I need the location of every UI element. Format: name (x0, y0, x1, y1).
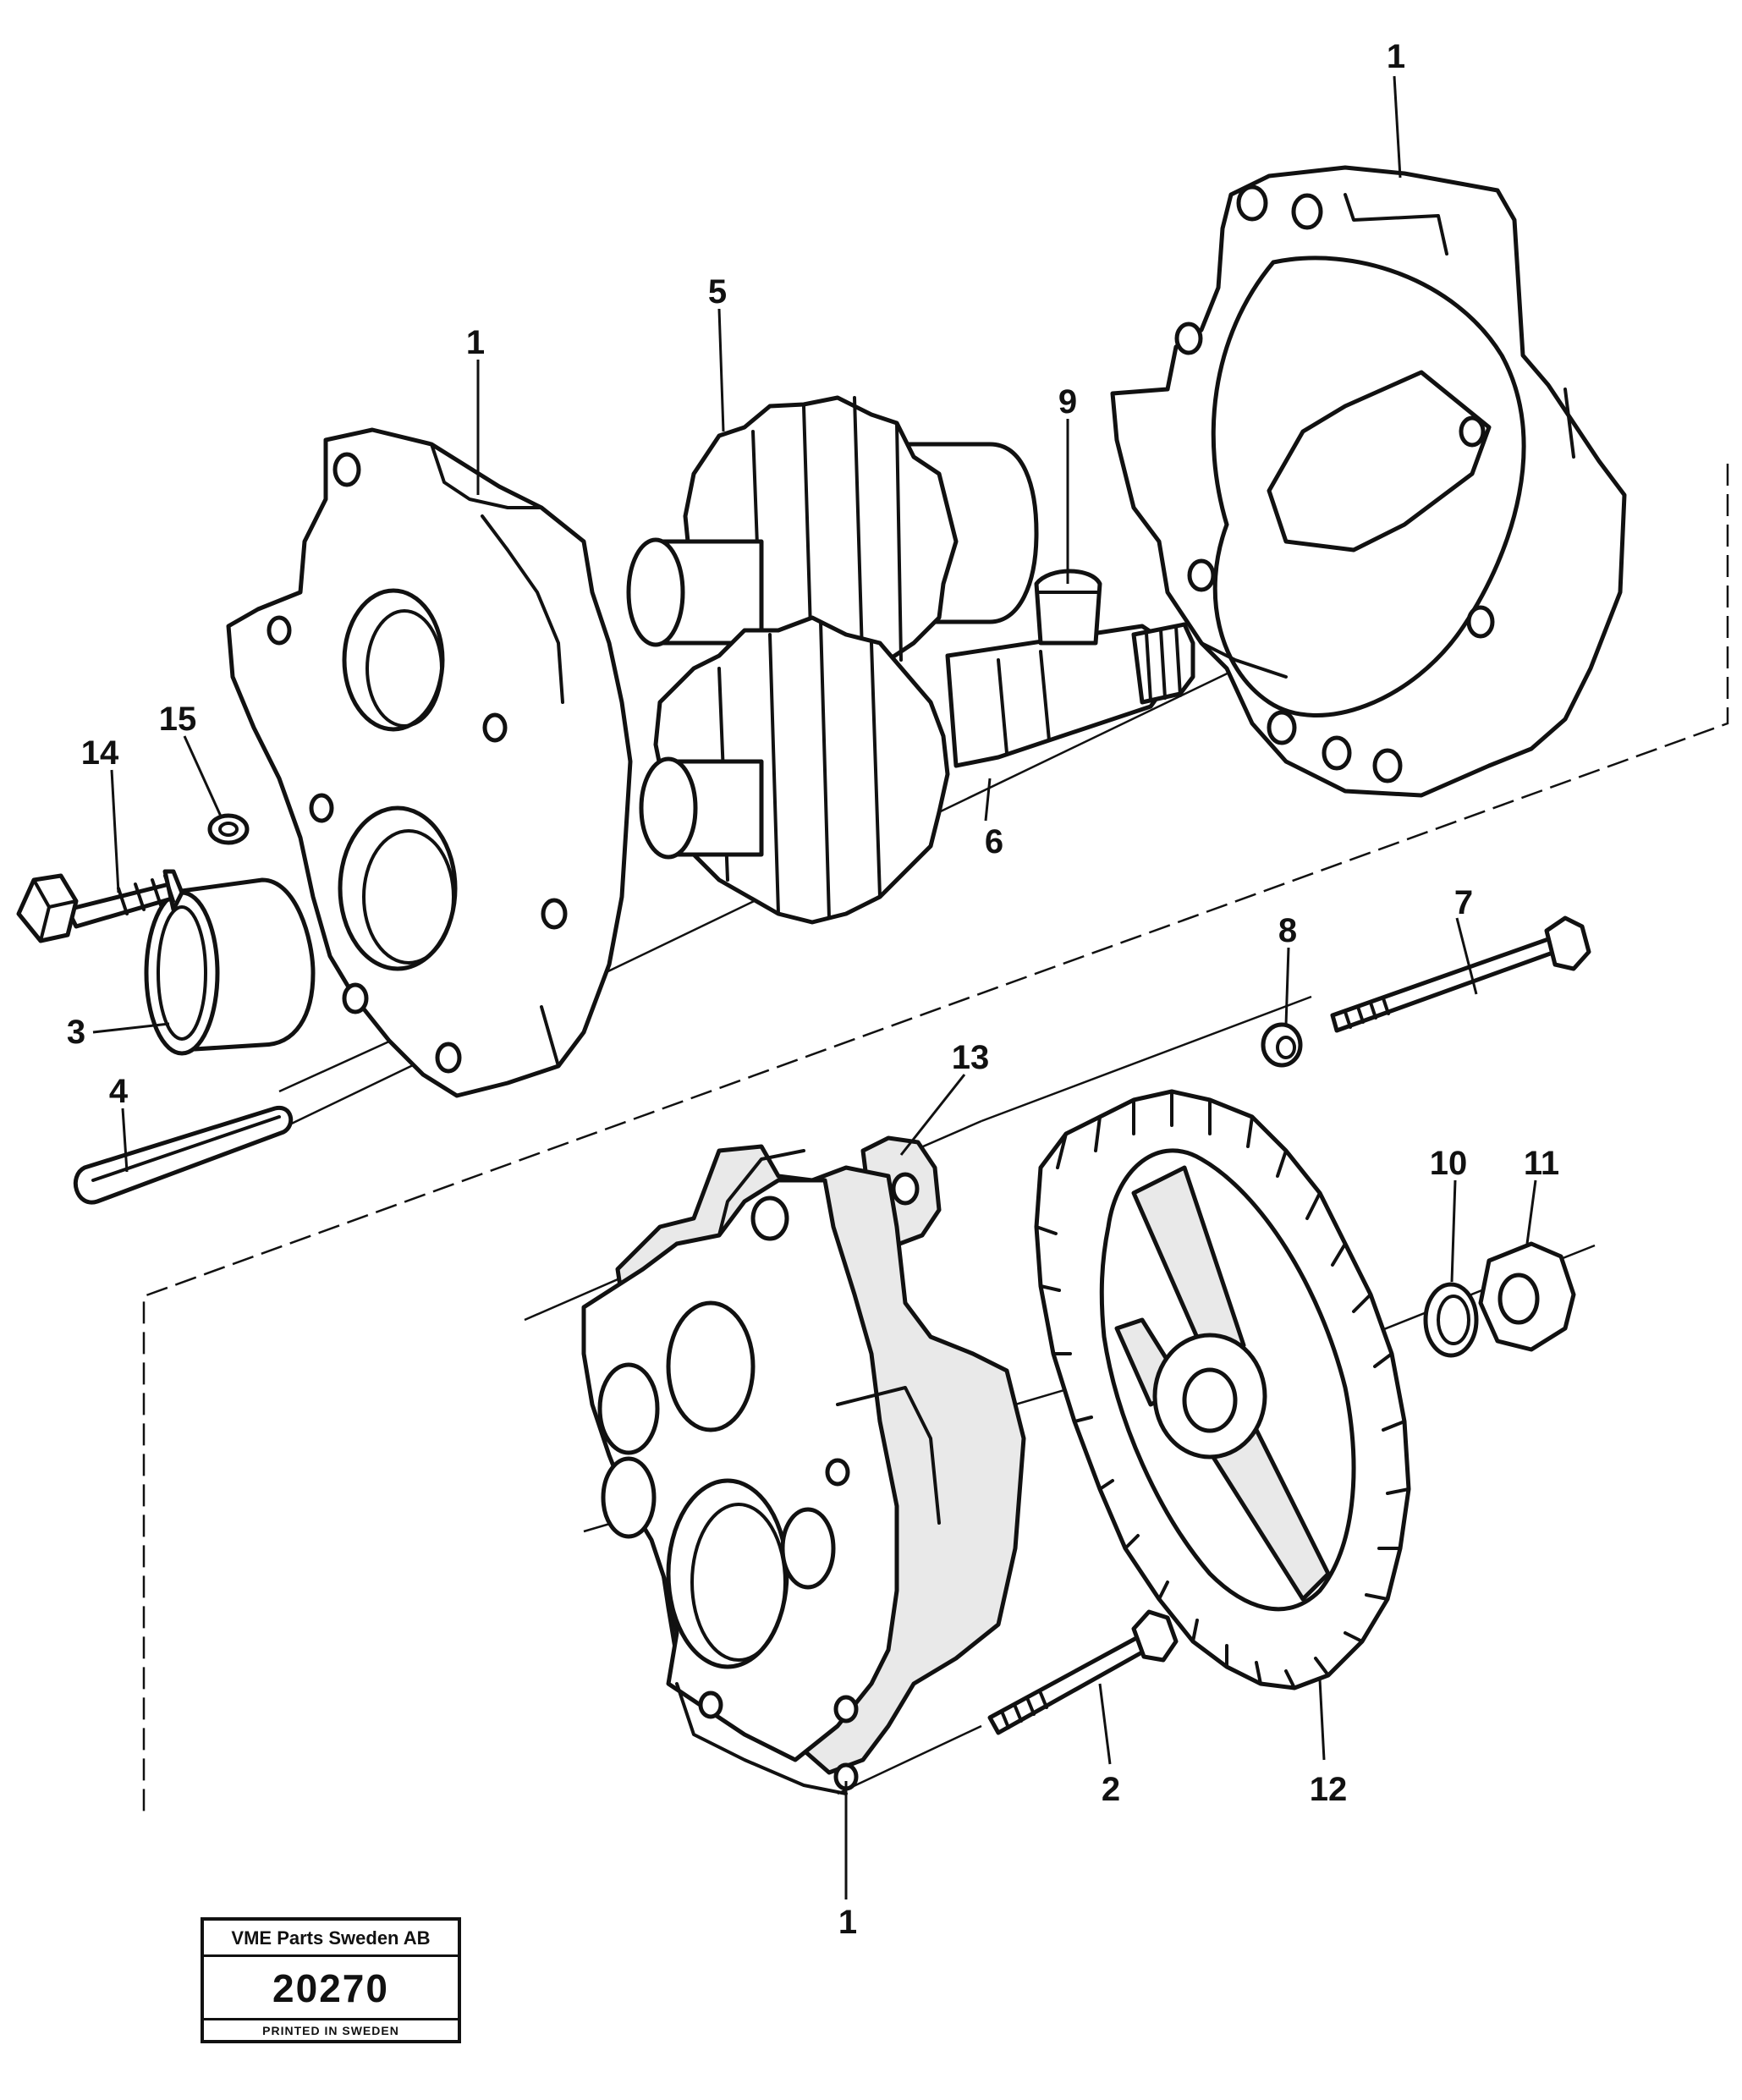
pump-gear-lower (639, 615, 1195, 925)
parts-catalog-stamp: VME Parts Sweden AB 20270 PRINTED IN SWE… (201, 1917, 461, 2043)
stamp-company-name: VME Parts Sweden AB (204, 1921, 458, 1957)
dowel-pin (73, 1105, 294, 1205)
washer-8 (1261, 1022, 1303, 1068)
drive-gear-wheel (1034, 1089, 1411, 1690)
stamp-illustration-number: 20270 (204, 1957, 458, 2020)
callout-6: 6 (985, 823, 1003, 860)
callout-12: 12 (1310, 1771, 1348, 1808)
callout-1-left: 1 (466, 324, 485, 361)
callout-2: 2 (1102, 1771, 1120, 1808)
washer-15 (207, 813, 250, 845)
callout-9: 9 (1058, 383, 1077, 421)
callout-7: 7 (1454, 884, 1473, 921)
callout-4: 4 (109, 1073, 129, 1110)
callout-3: 3 (67, 1014, 85, 1051)
shaft-key (1034, 569, 1102, 646)
callout-8: 8 (1278, 912, 1297, 949)
callout-13: 13 (952, 1039, 990, 1076)
pump-housing-front (226, 427, 633, 1098)
leader-lines (92, 75, 1537, 1899)
callout-1-top: 1 (1387, 38, 1405, 75)
nut-11 (1478, 1241, 1576, 1352)
assembly-frame (142, 464, 1729, 1819)
callout-10: 10 (1430, 1145, 1468, 1182)
bolt-14 (16, 869, 184, 943)
callout-1-bottom: 1 (838, 1904, 857, 1941)
stamp-printed-in: PRINTED IN SWEDEN (262, 2024, 399, 2037)
pump-gear-upper (626, 395, 1039, 688)
pump-body (581, 1135, 1026, 1795)
callout-11: 11 (1524, 1145, 1559, 1182)
callout-14: 14 (81, 734, 119, 772)
bolt-7 (1330, 915, 1591, 1033)
bushing (144, 877, 316, 1056)
callout-labels: 1 1 5 9 6 14 15 3 4 7 8 13 10 11 2 12 1 (67, 38, 1559, 1941)
bolt-2 (987, 1609, 1179, 1735)
callout-15: 15 (159, 701, 197, 738)
washer-10 (1423, 1282, 1479, 1358)
pump-cover-rear (1110, 165, 1627, 798)
callout-5: 5 (708, 273, 727, 311)
